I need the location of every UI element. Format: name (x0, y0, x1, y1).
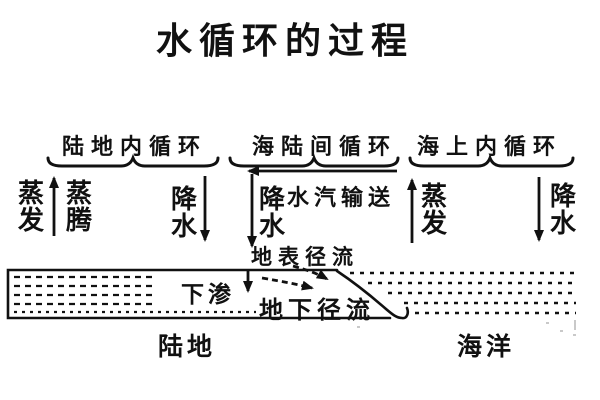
surface-runoff-arrow (292, 264, 329, 281)
precipitation-middle-label: 降水 (258, 184, 285, 241)
coastline-curve (335, 269, 410, 320)
land-region-label: 陆地 (158, 333, 217, 361)
surface-runoff-label: 地表径流 (251, 246, 359, 269)
precipitation-land-label: 降水 (170, 184, 197, 241)
cycle-header-land: 陆地内循环 (62, 134, 208, 159)
ocean-region-label: 海洋 (457, 333, 516, 361)
brace-sea-land-cycle-icon (228, 153, 400, 168)
evaporation-land-label: 蒸发 (17, 178, 44, 235)
sea-dash-rows (350, 271, 576, 315)
brace-sea-cycle-icon (408, 153, 575, 168)
cycle-header-sea-land: 海陆间循环 (252, 134, 398, 159)
page-title: 水循环的过程 (155, 21, 414, 61)
evaporation-sea-label: 蒸发 (420, 181, 447, 238)
precipitation-sea-label: 降水 (549, 181, 576, 238)
scan-noise (357, 320, 576, 336)
infiltration-label: 下渗 (181, 281, 235, 307)
vapor-transport-label: 水汽输送 (287, 185, 396, 210)
soil-dash-rows (14, 275, 256, 314)
cycle-header-sea: 海上内循环 (417, 134, 563, 159)
underground-runoff-arrow (261, 276, 314, 291)
transpiration-label: 蒸腾 (65, 178, 92, 235)
brace-land-cycle-icon (46, 153, 220, 168)
land-block-outline (6, 268, 392, 320)
underground-runoff-label: 地下径流 (259, 297, 375, 324)
